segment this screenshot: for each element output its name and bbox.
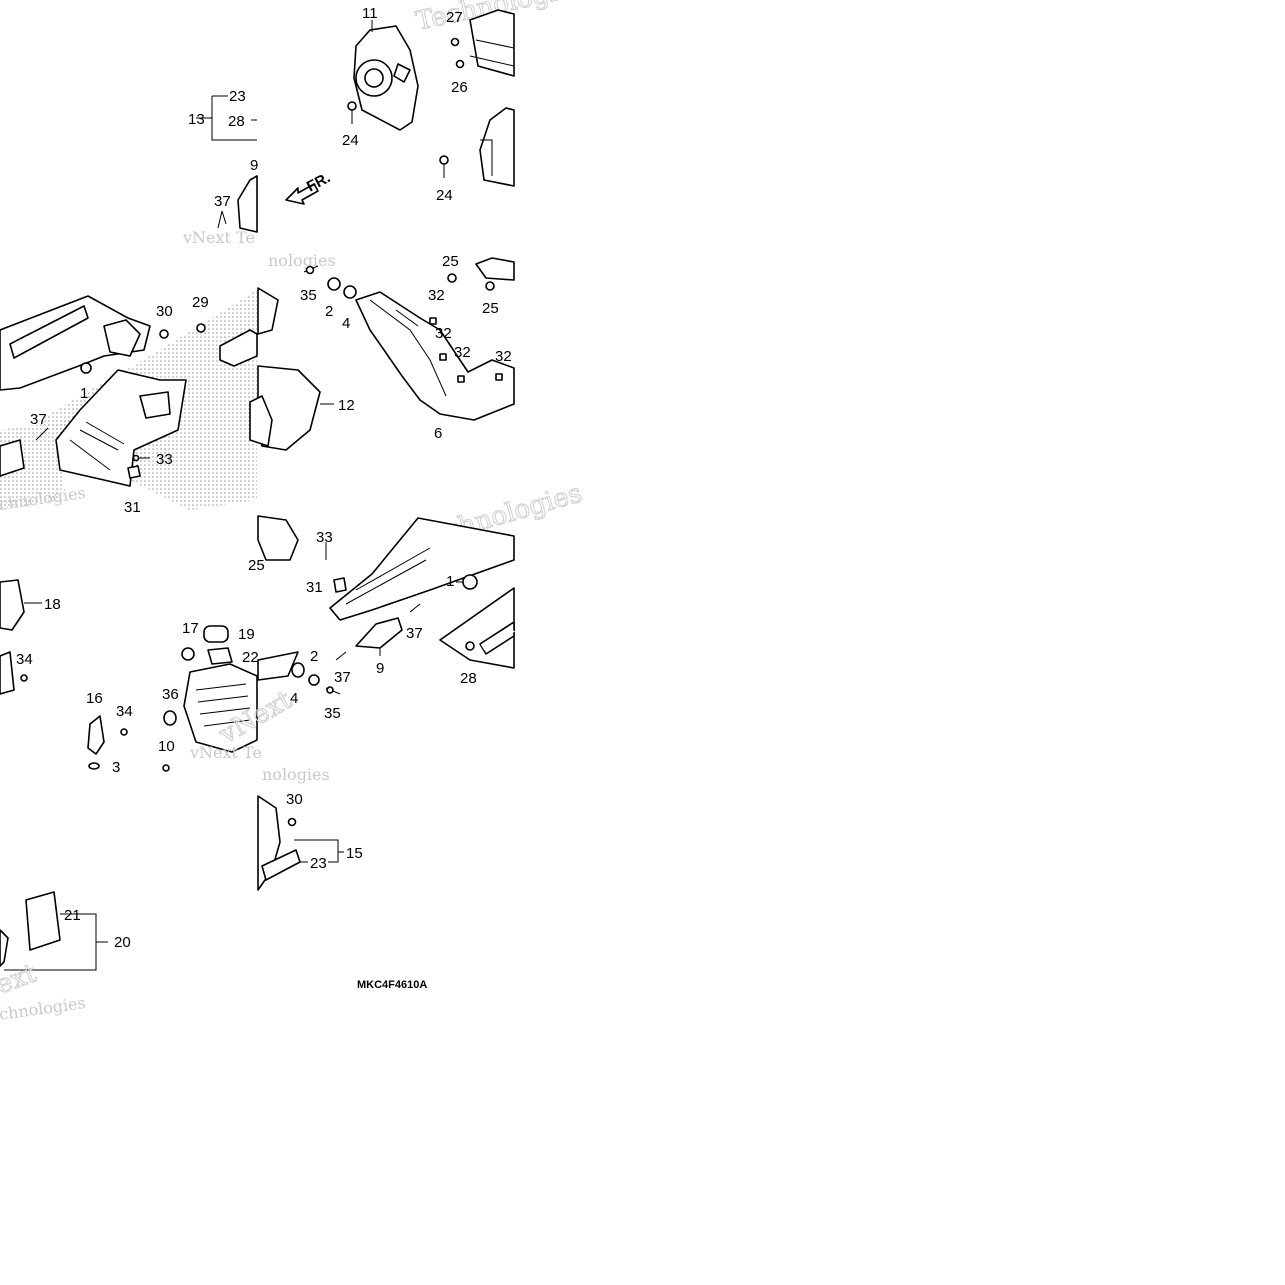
watermark-text: vNext Te	[182, 228, 255, 247]
callout-23: 23	[229, 88, 246, 105]
tile-center: nologies 35 2 4 6 32 32 32 32 25 25 12	[249, 251, 515, 451]
tile-upper-left: vNext Te 13 23 28 9 37	[182, 88, 258, 247]
callout-1: 1	[446, 573, 454, 590]
callout-24: 24	[436, 187, 453, 204]
callout-15: 15	[346, 845, 363, 862]
watermark-text: nologies	[262, 765, 330, 784]
tile-lower-left: 18 34 16 34 3 17 19 22 36 10 vNext Te vN…	[0, 579, 298, 776]
callout-32: 32	[435, 325, 452, 342]
callout-30: 30	[156, 303, 173, 320]
callout-20: 20	[114, 934, 131, 951]
callout-28: 28	[460, 670, 477, 687]
callout-36: 36	[162, 686, 179, 703]
callout-37: 37	[214, 193, 231, 210]
drawing-code: MKC4F4610A	[357, 979, 427, 991]
callout-4: 4	[290, 690, 298, 707]
callout-34: 34	[16, 651, 33, 668]
callout-30: 30	[286, 791, 303, 808]
watermark-text: vNext Te	[189, 743, 262, 762]
callout-25: 25	[482, 300, 499, 317]
callout-6: 6	[434, 425, 442, 442]
callout-22: 22	[242, 649, 259, 666]
callout-35: 35	[300, 287, 317, 304]
callout-11: 11	[362, 5, 378, 22]
callout-29: 29	[192, 294, 209, 311]
callout-32: 32	[428, 287, 445, 304]
callout-28: 28	[228, 113, 245, 130]
callout-18: 18	[44, 596, 61, 613]
callout-25: 25	[442, 253, 459, 270]
callout-9: 9	[250, 157, 258, 174]
callout-27: 27	[446, 9, 463, 26]
callout-24: 24	[342, 132, 359, 149]
callout-16: 16	[86, 690, 103, 707]
callout-3: 3	[112, 759, 120, 776]
tile-lower-middle: Technologies 25 HONDA 33 31 1 37 9 2	[248, 478, 586, 784]
callout-12: 12	[338, 397, 355, 414]
watermark-text: ext	[0, 958, 41, 1000]
callout-19: 19	[238, 626, 255, 643]
callout-23: 23	[310, 855, 327, 872]
callout-2: 2	[310, 648, 318, 665]
watermark-text: nologies	[268, 251, 336, 270]
watermark-text: chnologies	[0, 993, 87, 1024]
callout-33: 33	[316, 529, 333, 546]
tile-bottom-left: 21 20 ext chnologies	[0, 891, 131, 1024]
callout-2: 2	[325, 303, 333, 320]
callout-31: 31	[124, 499, 141, 516]
callout-32: 32	[454, 344, 471, 361]
callout-1: 1	[80, 385, 88, 402]
callout-35: 35	[324, 705, 341, 722]
callout-37: 37	[406, 625, 423, 642]
callout-33: 33	[156, 451, 173, 468]
callout-34: 34	[116, 703, 133, 720]
callout-17: 17	[182, 620, 199, 637]
tile-mid-left: HONDA 30 29 1 37 33 31 chnologies	[0, 290, 258, 516]
callout-9: 9	[376, 660, 384, 677]
callout-26: 26	[451, 79, 468, 96]
tile-upper-middle: Technologies 11 24 24 27 26 FR.	[285, 0, 588, 205]
callout-13: 13	[188, 111, 205, 128]
callout-37: 37	[334, 669, 351, 686]
callout-31: 31	[306, 579, 323, 596]
callout-37: 37	[30, 411, 47, 428]
callout-10: 10	[158, 738, 175, 755]
callout-32: 32	[495, 348, 512, 365]
callout-25: 25	[248, 557, 265, 574]
callout-4: 4	[342, 315, 350, 332]
callout-21: 21	[64, 907, 81, 924]
tile-bottom-middle: 30 23 15 MKC4F4610A	[257, 791, 427, 991]
